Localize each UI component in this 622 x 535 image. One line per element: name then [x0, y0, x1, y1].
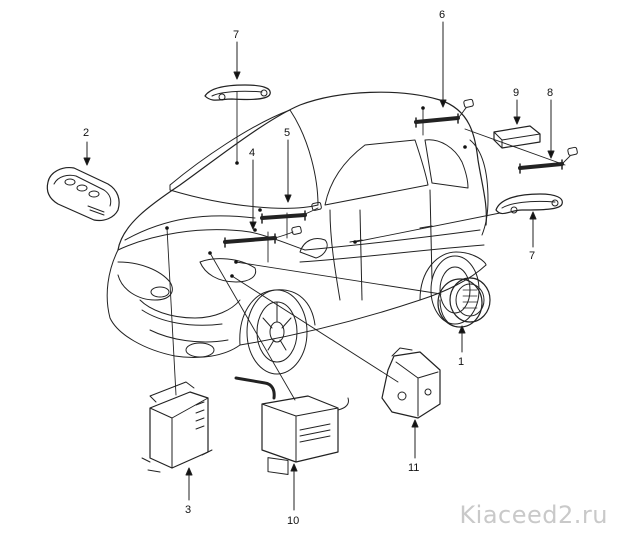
callout-2: 2 — [83, 127, 89, 139]
callout-7-right: 7 — [529, 250, 535, 262]
smart-key-unit — [141, 381, 213, 473]
leader-dots — [165, 106, 467, 278]
callout-1: 1 — [458, 356, 464, 368]
car-outline — [106, 91, 489, 375]
door-handle-antenna-right — [495, 193, 563, 215]
interior-antenna-rear — [414, 98, 474, 128]
watermark: Kiaceed2.ru — [459, 501, 608, 529]
callout-4: 4 — [249, 147, 255, 159]
steering-lock-unit — [381, 347, 441, 419]
interior-antenna-center — [260, 201, 322, 224]
callout-3: 3 — [185, 504, 191, 516]
esci-module — [234, 376, 349, 475]
callout-7-left: 7 — [233, 29, 239, 41]
callout-8: 8 — [547, 87, 553, 99]
callout-9: 9 — [513, 87, 519, 99]
rear-trim-antenna — [493, 125, 541, 149]
callout-11: 11 — [408, 462, 419, 474]
callout-5: 5 — [284, 127, 290, 139]
smart-key-fob — [46, 167, 120, 222]
start-stop-button — [437, 277, 491, 328]
door-handle-antenna-left — [204, 84, 271, 101]
callout-6: 6 — [439, 9, 445, 21]
callout-numbers: 1 2 3 4 5 6 7 7 8 9 10 11 — [83, 9, 553, 527]
bumper-antenna — [518, 146, 578, 174]
interior-antenna-front — [223, 225, 302, 248]
callout-10: 10 — [287, 515, 299, 527]
callout-arrows — [83, 21, 555, 511]
leader-lines — [166, 91, 566, 401]
